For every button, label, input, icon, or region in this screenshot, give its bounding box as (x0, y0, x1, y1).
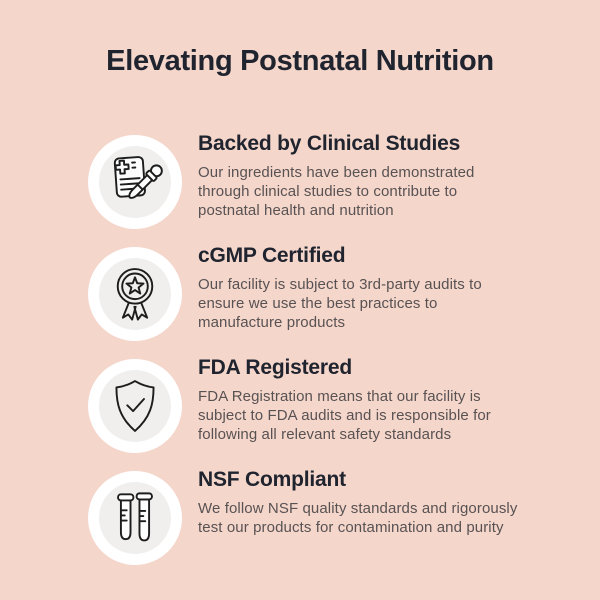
clipboard-dropper-icon (113, 156, 163, 199)
section-text: cGMP Certified Our facility is subject t… (198, 244, 520, 332)
icon-backdrop (99, 482, 171, 554)
icon-badge (88, 471, 182, 565)
section-heading: FDA Registered (198, 356, 352, 379)
section-body: Our ingredients have been demonstrated t… (198, 164, 475, 219)
icon-badge (88, 247, 182, 341)
section-heading: Backed by Clinical Studies (198, 132, 461, 155)
section-body: Our facility is subject to 3rd-party aud… (198, 276, 482, 331)
test-tubes-icon (117, 492, 153, 542)
section-text: FDA Registered FDA Registration means th… (198, 356, 520, 444)
shield-check-icon (115, 380, 155, 432)
page-title: Elevating Postnatal Nutrition (106, 45, 494, 77)
section-heading: NSF Compliant (198, 468, 346, 491)
section-text: NSF Compliant We follow NSF quality stan… (198, 468, 520, 537)
section-clinical-studies: Backed by Clinical Studies Our ingredien… (88, 132, 600, 229)
section-cgmp: cGMP Certified Our facility is subject t… (88, 244, 600, 341)
icon-badge (88, 135, 182, 229)
section-body: FDA Registration means that our facility… (198, 388, 491, 443)
benefit-sections: Backed by Clinical Studies Our ingredien… (88, 132, 600, 565)
medal-star-icon (116, 268, 154, 321)
section-fda: FDA Registered FDA Registration means th… (88, 356, 600, 453)
section-body: We follow NSF quality standards and rigo… (198, 500, 518, 536)
section-nsf: NSF Compliant We follow NSF quality stan… (88, 468, 600, 565)
section-heading: cGMP Certified (198, 244, 346, 267)
icon-badge (88, 359, 182, 453)
section-text: Backed by Clinical Studies Our ingredien… (198, 132, 520, 220)
